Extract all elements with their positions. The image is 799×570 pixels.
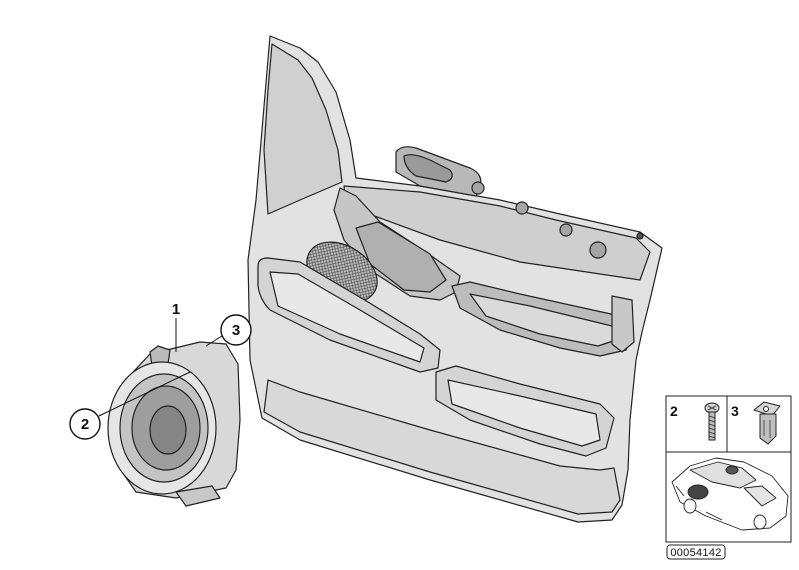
legend-item-3-label: 3	[731, 403, 739, 419]
callout-3-circle	[220, 314, 252, 346]
callout-2: 2	[69, 371, 191, 440]
clip-nut-icon	[753, 401, 781, 445]
armrest-top	[355, 221, 447, 293]
callout-1: 1	[172, 301, 180, 352]
door-clip-hole	[636, 232, 644, 240]
map-pocket-upper-inner	[269, 271, 425, 363]
door-handle	[403, 154, 453, 183]
callout-3-leader	[205, 335, 223, 347]
door-switch-2	[515, 201, 529, 215]
door-switch-1	[471, 181, 485, 195]
door-switch-3	[559, 223, 573, 237]
legend-box: 2 3	[665, 395, 792, 543]
speaker-housing-center	[149, 405, 187, 455]
door-switch-4	[589, 241, 607, 259]
map-pocket-lower-inner	[447, 379, 601, 447]
callout-3: 3	[205, 314, 252, 347]
legend-item-2-label: 2	[670, 403, 678, 419]
speaker-housing	[107, 341, 241, 507]
door-edge-strip	[611, 295, 635, 353]
callout-3-label: 3	[232, 322, 240, 339]
door-panel-bottom	[263, 379, 621, 515]
callout-2-leader	[98, 371, 191, 417]
speaker-housing-foot	[175, 485, 221, 507]
callout-1-label: 1	[172, 301, 180, 318]
diagram-code-frame	[666, 544, 726, 560]
door-trim-panel	[247, 35, 663, 523]
door-panel-upper-edge	[263, 43, 343, 215]
callout-2-circle	[69, 408, 101, 440]
car-thumbnail-icon	[671, 457, 789, 531]
diagram-code-tag: 00054142	[666, 544, 726, 560]
diagram-code: 00054142	[670, 547, 721, 559]
callout-2-label: 2	[81, 416, 89, 433]
screw-icon	[704, 402, 720, 441]
pull-handle-inner	[469, 293, 617, 347]
